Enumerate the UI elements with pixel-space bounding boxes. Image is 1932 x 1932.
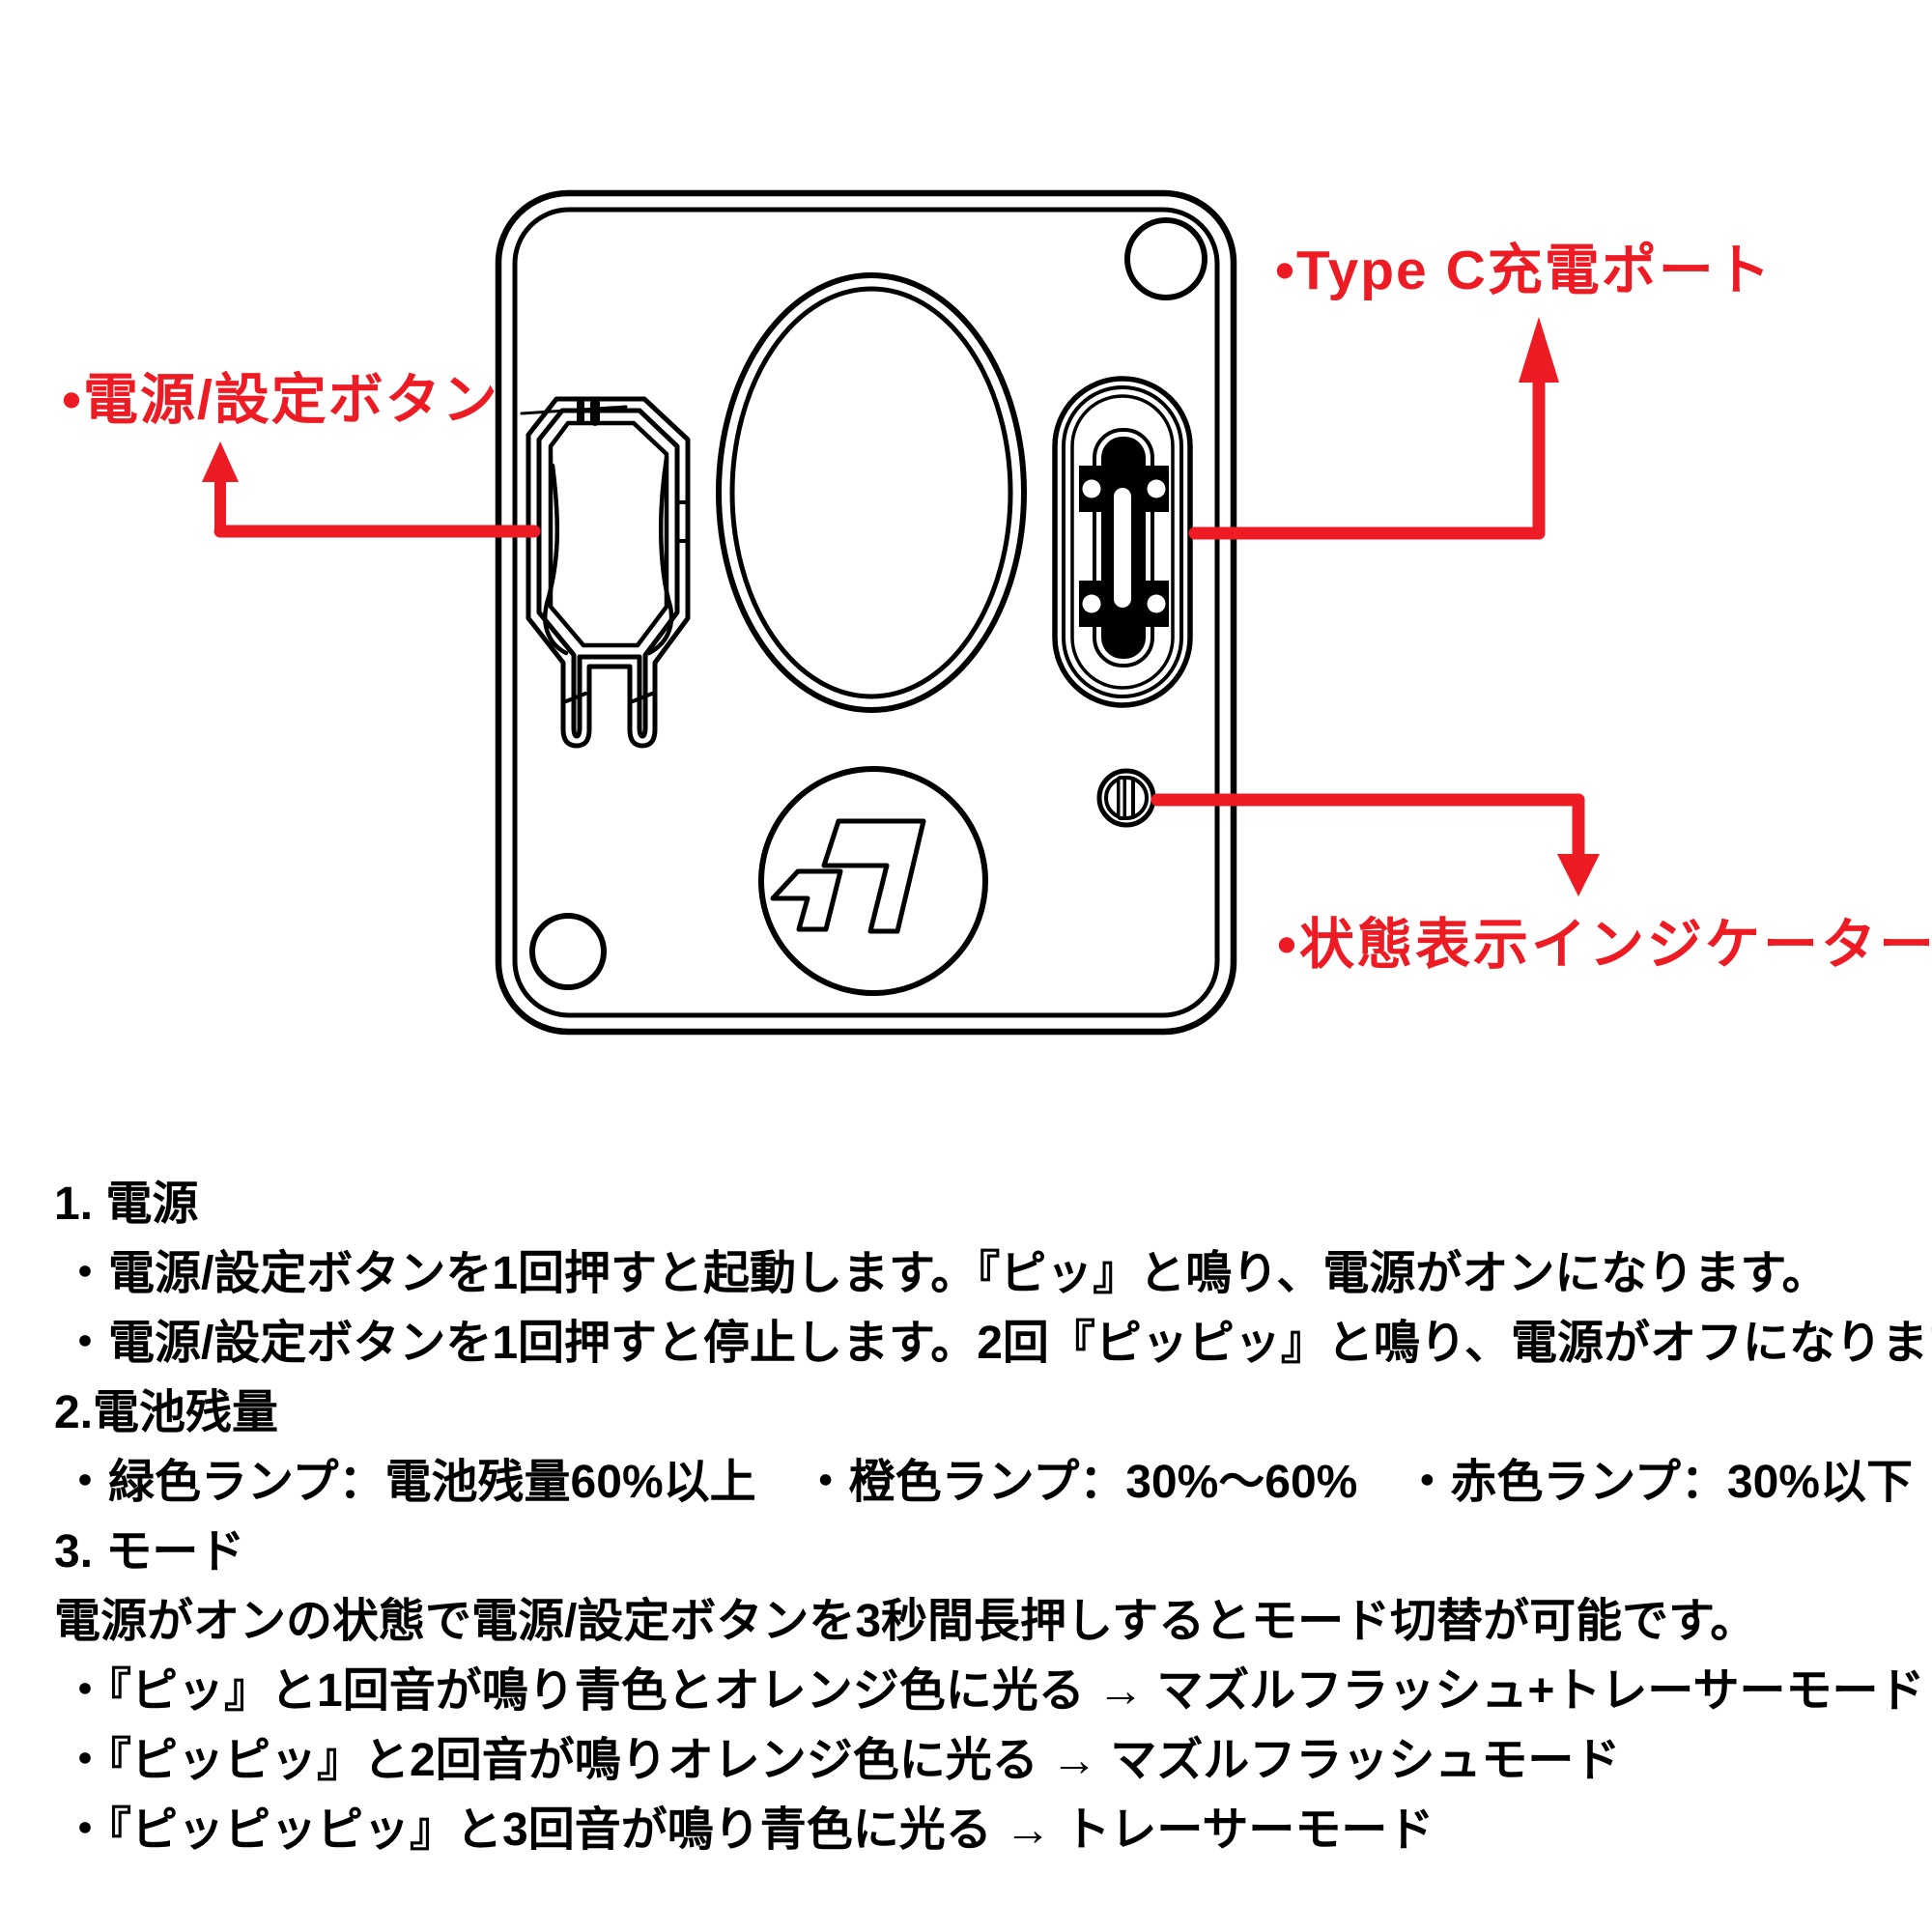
power-button-arrow bbox=[202, 441, 541, 538]
center-lens-oval bbox=[716, 272, 1027, 713]
status-indicator-label: •状態表示インジケーター bbox=[1277, 914, 1932, 976]
instruction-line: 2.電池残量 bbox=[54, 1387, 279, 1438]
typec-port-label: •Type C充電ポート bbox=[1275, 240, 1773, 301]
status-led-icon bbox=[1096, 768, 1156, 828]
instruction-line: 3. モード bbox=[54, 1526, 245, 1577]
power-button-label: •電源/設定ボタン bbox=[62, 369, 499, 431]
instruction-line: ・電源/設定ボタンを1回押すと停止します。2回『ピッピッ』と鳴り、電源がオフにな… bbox=[62, 1318, 1932, 1369]
screw-hole-bottom-left-icon bbox=[529, 913, 607, 990]
brand-logo-icon bbox=[758, 766, 988, 996]
status-indicator-arrow bbox=[1151, 793, 1600, 896]
instruction-line: 電源がオンの状態で電源/設定ボタンを3秒間長押しするとモード切替が可能です。 bbox=[54, 1596, 1757, 1647]
instruction-line: 1. 電源 bbox=[54, 1179, 199, 1230]
instruction-line: ・緑色ランプ：電池残量60%以上 ・橙色ランプ：30%〜60% ・赤色ランプ：3… bbox=[62, 1457, 1913, 1508]
screw-hole-top-right-icon bbox=[1124, 217, 1208, 300]
power-button-cutout-icon bbox=[520, 396, 691, 749]
device-body-outline bbox=[495, 189, 1237, 1036]
usb-c-port-icon bbox=[1052, 376, 1193, 708]
instruction-line: ・『ピッ』と1回音が鳴り青色とオレンジ色に光る → マズルフラッシュ+トレーサー… bbox=[62, 1665, 1925, 1717]
instruction-line: ・電源/設定ボタンを1回押すと起動します。『ピッ』と鳴り、電源がオンになります。 bbox=[62, 1248, 1829, 1299]
typec-port-arrow bbox=[1188, 317, 1559, 540]
instruction-line: ・『ピッピッピッ』と3回音が鳴り青色に光る → トレーサーモード bbox=[62, 1804, 1435, 1856]
instruction-line: ・『ピッピッ』と2回音が鳴りオレンジ色に光る → マズルフラッシュモード bbox=[62, 1735, 1621, 1786]
instruction-text-block: 1. 電源 ・電源/設定ボタンを1回押すと起動します。『ピッ』と鳴り、電源がオン… bbox=[54, 1170, 1932, 1865]
